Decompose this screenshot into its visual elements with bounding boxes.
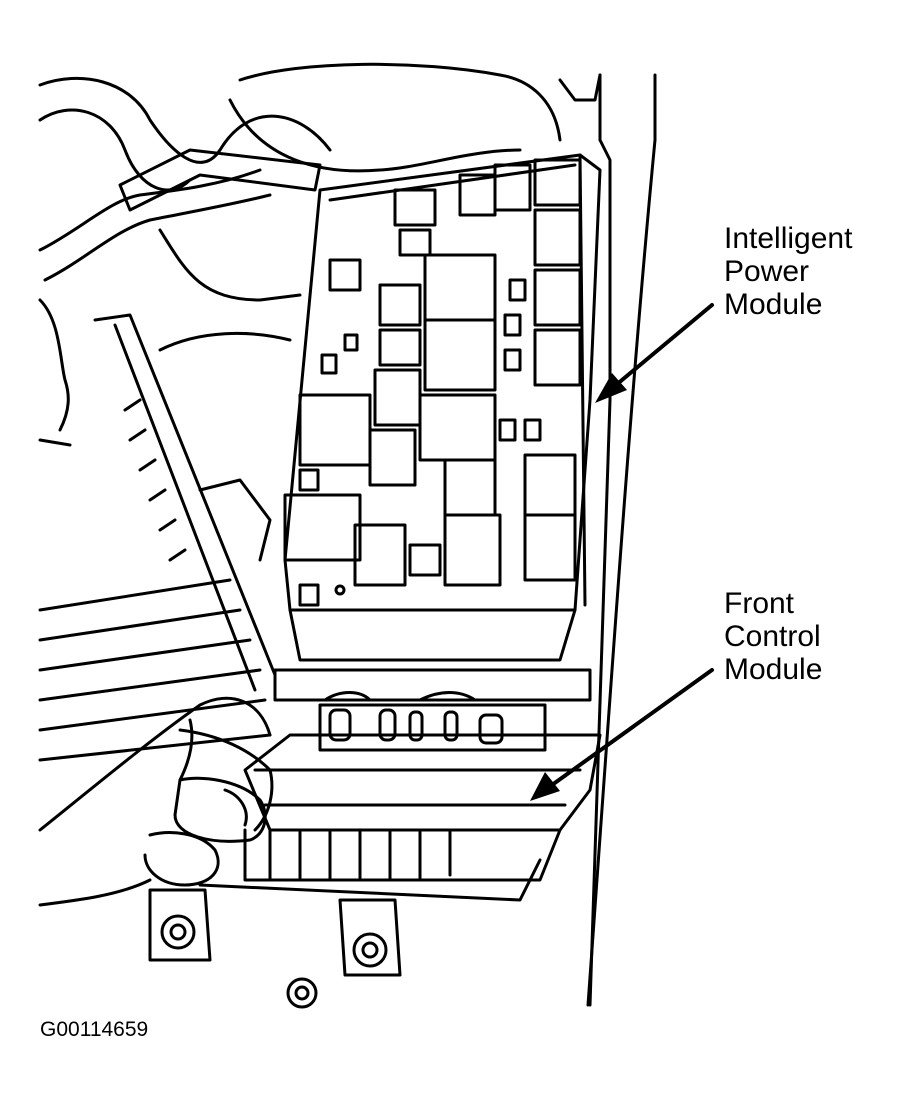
fcm-label-line-2: Control	[724, 620, 821, 653]
front-control-module-drawing	[148, 691, 602, 1009]
radiator-fins	[38, 313, 292, 762]
front-control-module-label: Front Control Module	[724, 587, 822, 686]
ipm-arrowhead	[595, 373, 627, 403]
fender-panel	[558, 73, 657, 1007]
fcm-arrow-line	[543, 668, 714, 792]
technician-hand	[38, 696, 274, 907]
ipm-arrow-line	[608, 303, 714, 392]
fcm-label-line-3: Module	[724, 653, 823, 686]
upper-engine-hoses	[38, 62, 562, 447]
ipm-label-line-3: Module	[724, 288, 823, 321]
intelligent-power-module-label: Intelligent Power Module	[724, 222, 852, 321]
intelligent-power-module-drawing	[273, 153, 602, 702]
ipm-label-line-2: Power	[724, 255, 810, 288]
figure-id: G00114659	[40, 1018, 149, 1041]
callout-arrows	[543, 303, 714, 792]
fcm-arrowhead	[530, 772, 560, 801]
ipm-label-line-1: Intelligent	[724, 222, 853, 255]
fcm-label-line-1: Front	[724, 587, 795, 620]
